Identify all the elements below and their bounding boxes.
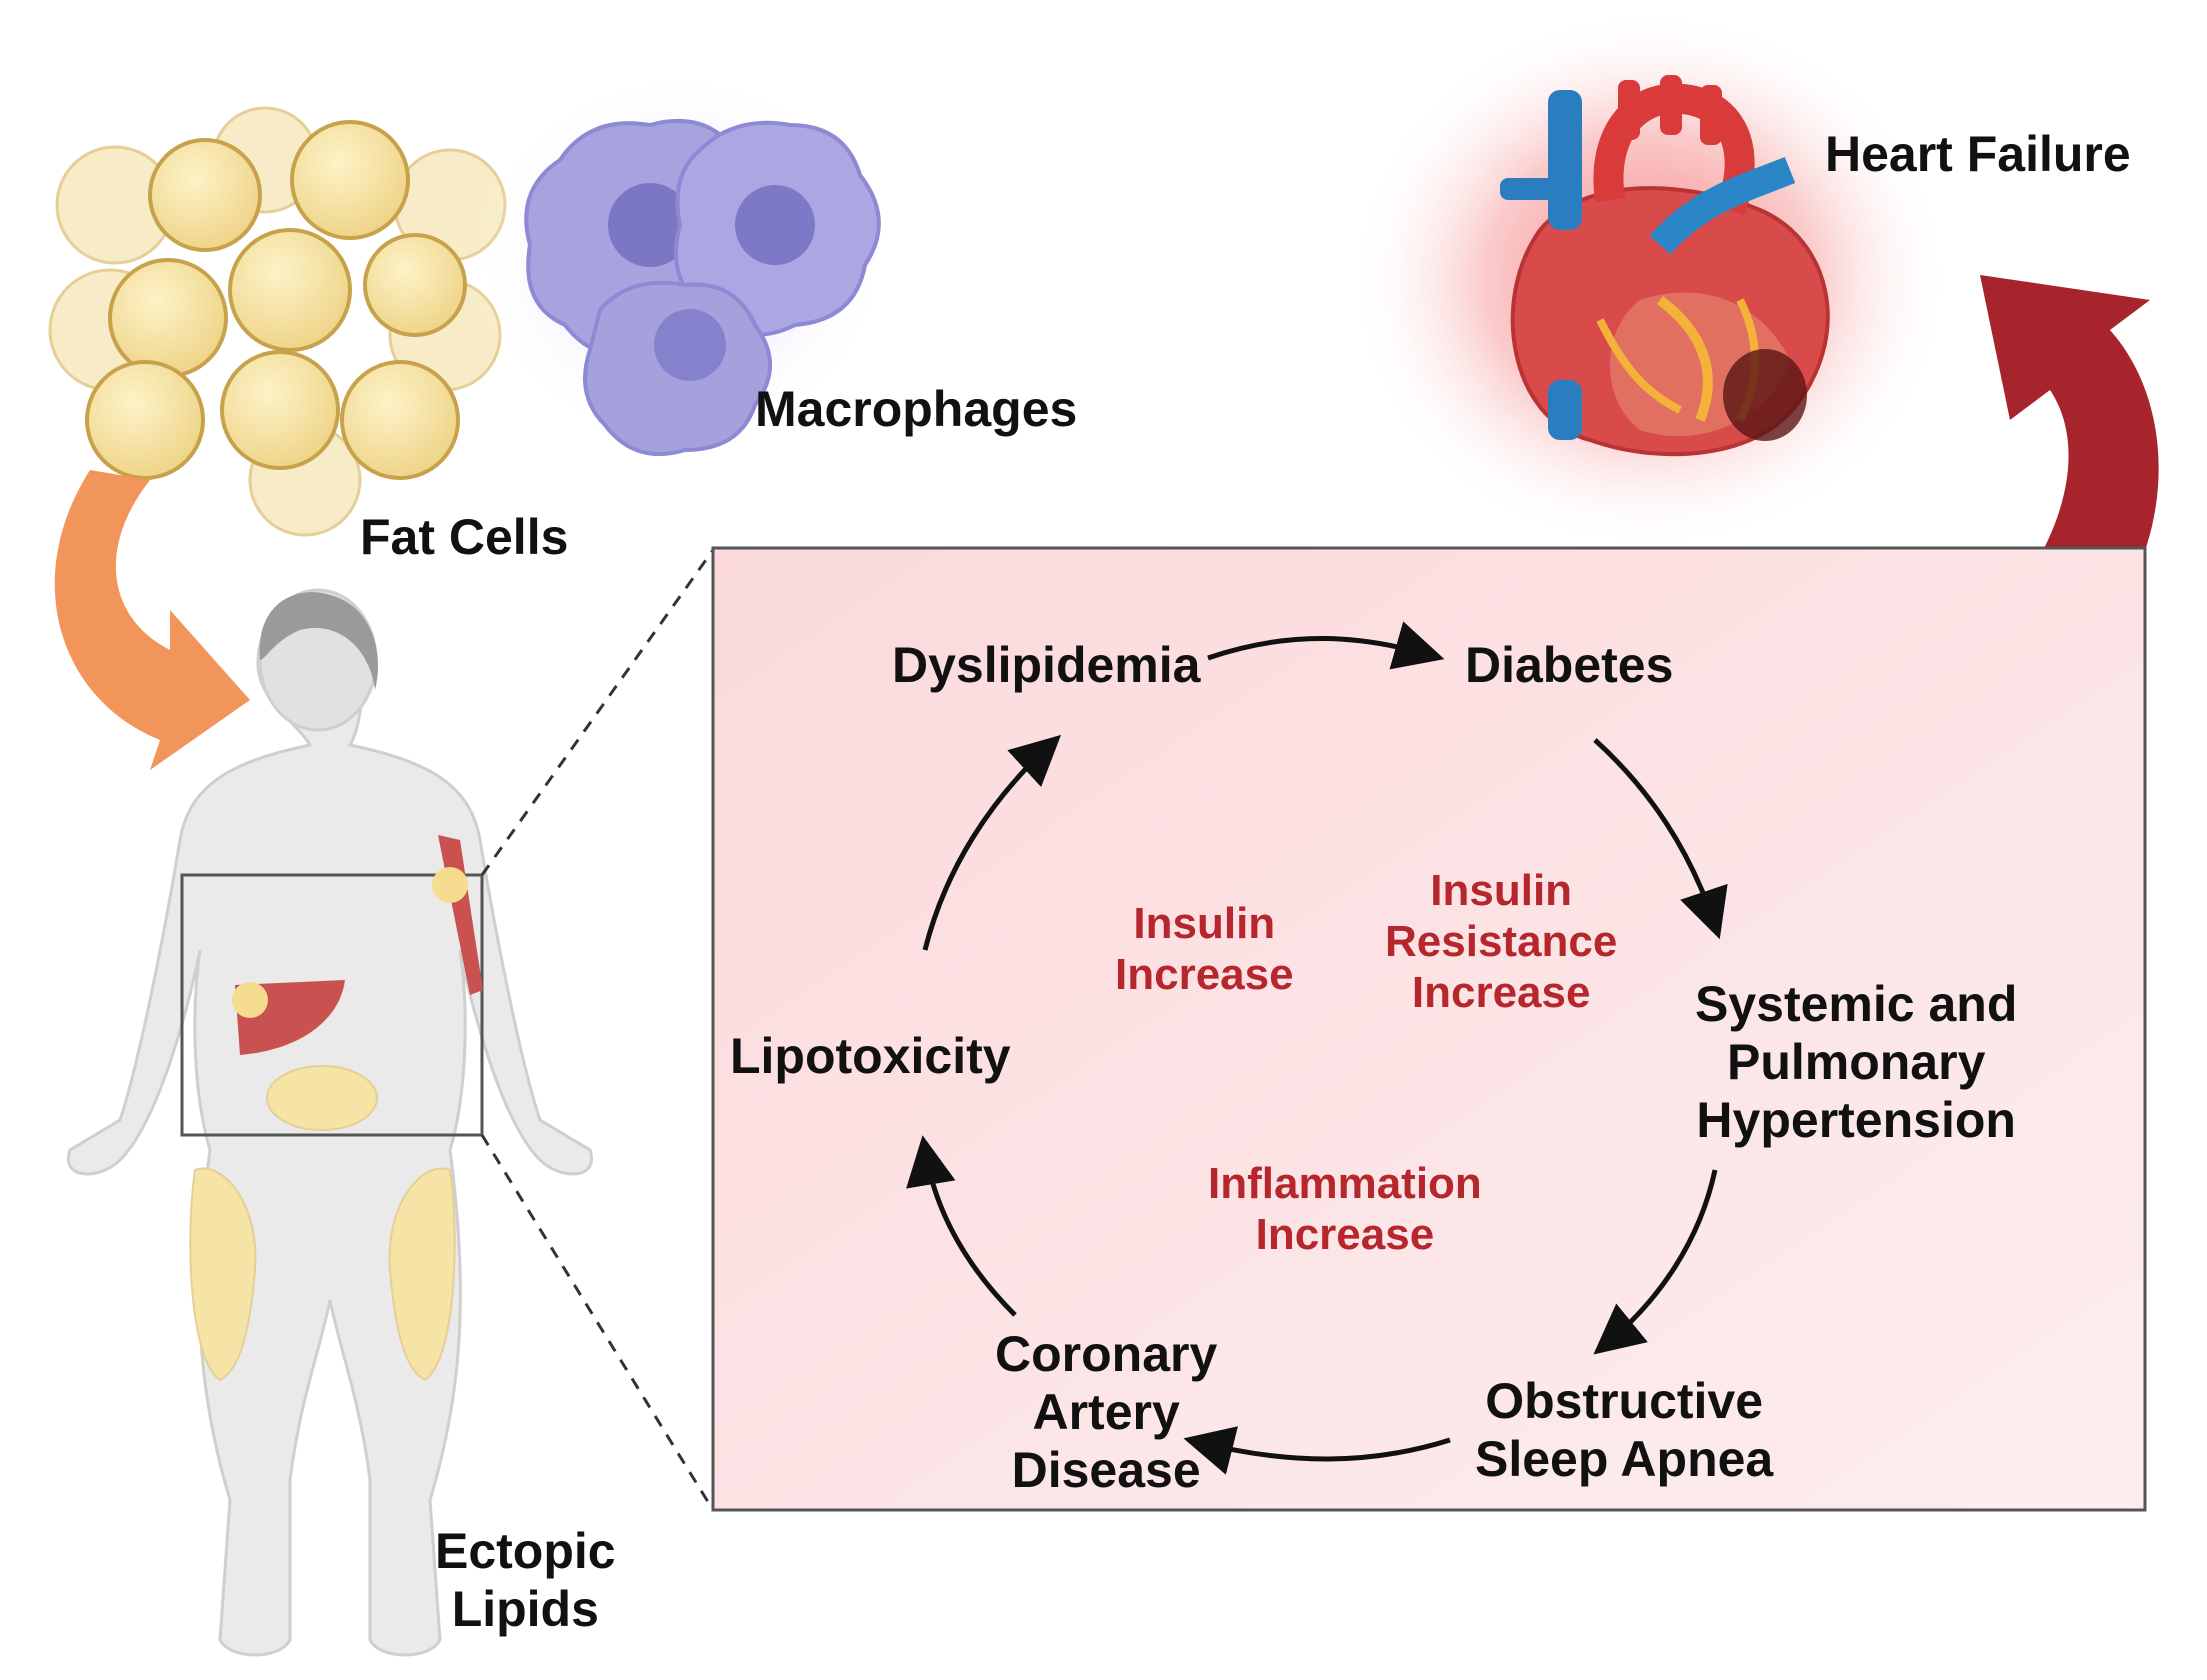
fat-cells-label: Fat Cells (360, 509, 569, 565)
node-hypertension: Systemic and Pulmonary Hypertension (1695, 975, 2017, 1149)
node-dyslipidemia: Dyslipidemia (892, 637, 1201, 693)
hypertension-line-3: Hypertension (1696, 1092, 2016, 1148)
heart-illustration (1350, 10, 1950, 550)
arrow-lipotoxicity-to-dyslipidemia (922, 734, 1062, 951)
insulin-increase-line-2: Increase (1115, 950, 1294, 999)
osa-line-1: Obstructive (1485, 1373, 1764, 1429)
macrophages-label: Macrophages (755, 381, 1078, 437)
mechanism-insulin-resistance-increase: Insulin Resistance Increase (1385, 865, 1617, 1018)
arrow-osa-to-cad (1183, 1426, 1451, 1475)
node-diabetes: Diabetes (1465, 637, 1674, 693)
hypertension-line-1: Systemic and (1695, 976, 2018, 1032)
cycle-panel (711, 546, 2147, 1512)
arrow-hypertension-to-osa (1593, 1169, 1718, 1355)
ectopic-lipids-line-1: Ectopic (435, 1523, 616, 1579)
cad-line-3: Disease (1011, 1442, 1201, 1498)
resistance-line-1: Insulin (1430, 866, 1573, 915)
node-obstructive-sleep-apnea: Obstructive Sleep Apnea (1475, 1372, 1773, 1488)
cad-line-2: Artery (1032, 1384, 1180, 1440)
osa-line-2: Sleep Apnea (1475, 1431, 1774, 1487)
fat-cells-illustration (48, 106, 507, 537)
heart-failure-label: Heart Failure (1825, 126, 2131, 182)
cad-line-1: Coronary (995, 1326, 1218, 1382)
mechanism-insulin-increase: Insulin Increase (1115, 898, 1294, 1000)
hypertension-line-2: Pulmonary (1726, 1034, 1986, 1090)
node-coronary-artery-disease: Coronary Artery Disease (995, 1325, 1217, 1499)
human-body-illustration (66, 588, 594, 1657)
arrow-cad-to-lipotoxicity (906, 1135, 1017, 1317)
ectopic-lipids-label: Ectopic Lipids (435, 1522, 616, 1638)
orange-curved-arrow (54, 470, 250, 770)
resistance-line-2: Resistance (1385, 917, 1618, 966)
inflammation-line-2: Increase (1255, 1210, 1435, 1259)
macrophages-illustration (470, 70, 890, 457)
zoom-line-bottom (480, 1134, 715, 1511)
cycle-arrows (906, 621, 1728, 1475)
arrow-diabetes-to-hypertension (1593, 738, 1728, 940)
resistance-line-3: Increase (1411, 968, 1591, 1017)
node-lipotoxicity: Lipotoxicity (730, 1028, 1011, 1084)
insulin-increase-line-1: Insulin (1133, 899, 1276, 948)
inflammation-line-1: Inflammation (1208, 1159, 1482, 1208)
arrow-dyslipidemia-to-diabetes (1207, 621, 1445, 670)
mechanism-inflammation-increase: Inflammation Increase (1208, 1158, 1482, 1260)
ectopic-lipids-line-2: Lipids (451, 1581, 599, 1637)
zoom-line-top (480, 549, 715, 876)
